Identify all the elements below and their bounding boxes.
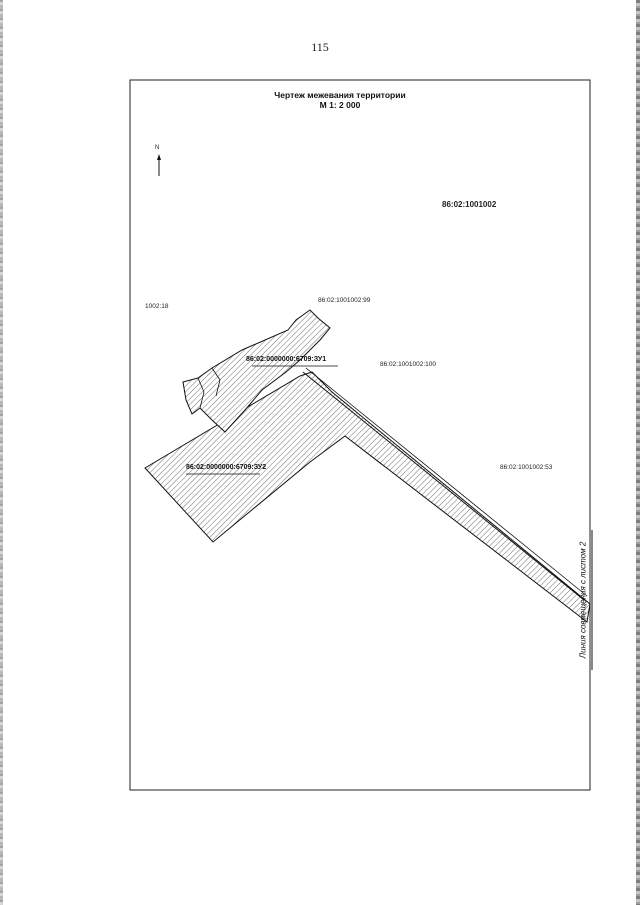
sheet-join-label: Линия совмещения с листом 2 (578, 541, 588, 659)
zu1-inner-boundary (197, 377, 205, 409)
cadastral-block-label: 86:02:1001002 (442, 200, 497, 209)
parcel-53-label: 86:02:1001002:53 (500, 464, 553, 471)
zu1-inner-boundary-2 (211, 367, 221, 397)
scan-edge-right (636, 0, 640, 905)
scan-edge-left (0, 0, 3, 905)
parcel-zu1-label: 86:02:0000000:6709:ЗУ1 (246, 356, 327, 363)
strip-axis-line (302, 371, 585, 601)
sheet-frame (129, 79, 591, 791)
parcel-left-label: 1002:18 (145, 303, 169, 310)
drawing-title-line1: Чертеж межевания территории (274, 90, 406, 100)
page-number: 115 (311, 40, 329, 54)
parcel-zu2-label: 86:02:0000000:6709:ЗУ2 (186, 464, 267, 471)
parcel-100-label: 86:02:1001002:100 (380, 361, 437, 368)
parcel-zu1-shape (182, 309, 331, 433)
drawing-scale: М 1: 2 000 (319, 100, 361, 110)
drawing-title: Чертеж межевания территории М 1: 2 000 (200, 90, 480, 110)
parcel-99-label: 86:02:1001002:99 (318, 297, 371, 304)
north-arrow-letter: N (155, 145, 160, 151)
north-arrow-icon (157, 154, 161, 176)
strip-axis-line-2 (305, 367, 588, 597)
